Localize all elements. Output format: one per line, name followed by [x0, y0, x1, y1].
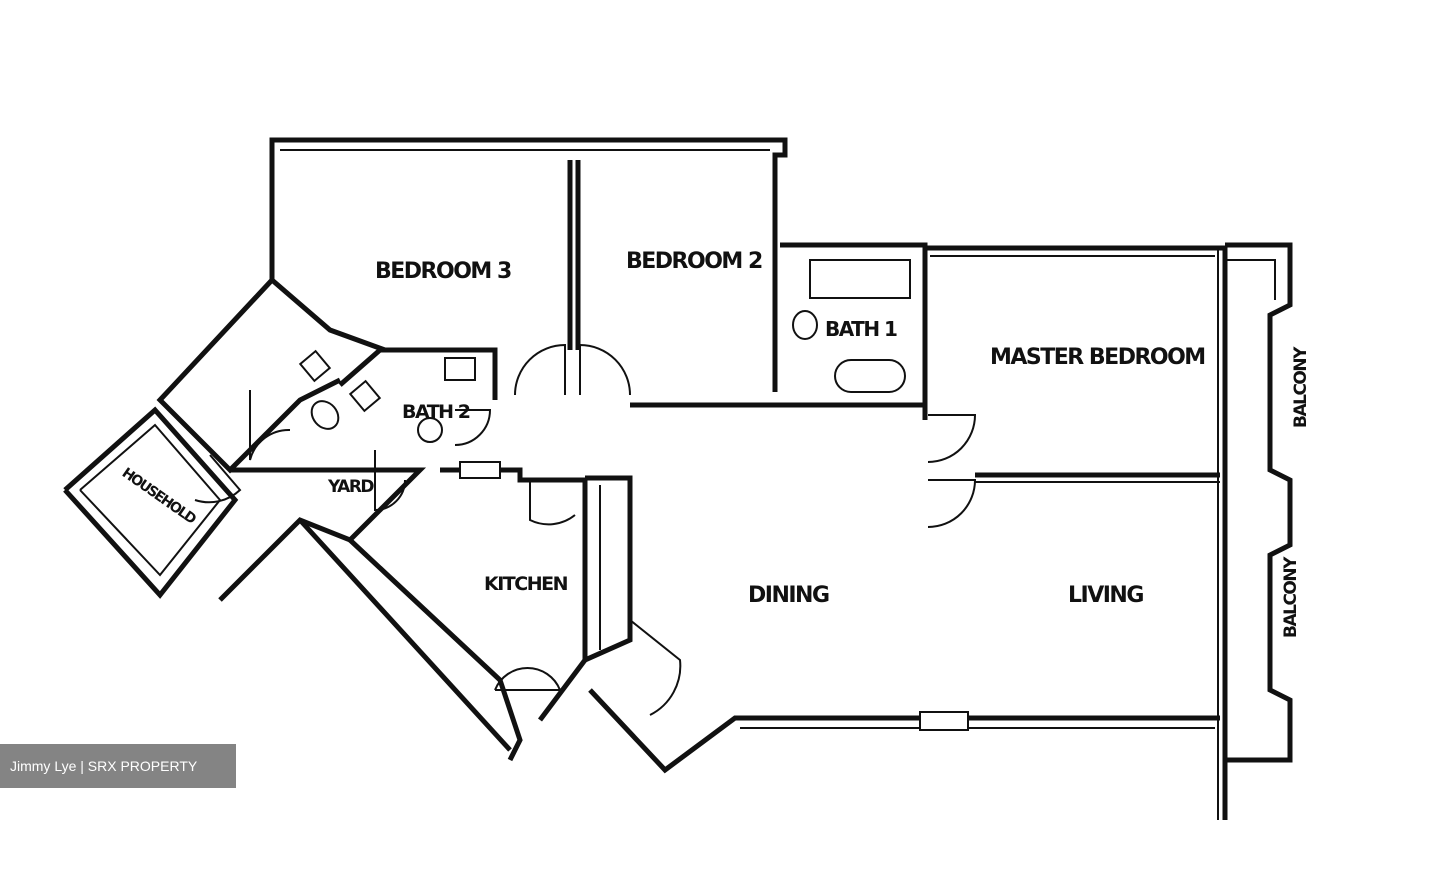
watermark: Jimmy Lye | SRX PROPERTY: [0, 744, 236, 788]
label-living: LIVING: [1068, 583, 1143, 608]
label-bedroom2: BEDROOM 2: [626, 249, 762, 274]
label-bath2: BATH 2: [402, 401, 470, 423]
room-labels: BEDROOM 3 BEDROOM 2 BATH 1 MASTER BEDROO…: [119, 249, 1311, 638]
label-household: HOUSEHOLD: [119, 465, 199, 528]
walls: [63, 137, 1293, 820]
label-yard: YARD: [327, 477, 374, 497]
label-bedroom3: BEDROOM 3: [375, 259, 511, 284]
label-dining: DINING: [748, 583, 829, 608]
label-balcony-upper: BALCONY: [1291, 346, 1311, 428]
label-kitchen: KITCHEN: [484, 573, 568, 595]
label-bath1: BATH 1: [825, 317, 897, 341]
label-master-bedroom: MASTER BEDROOM: [990, 345, 1205, 370]
doors: [194, 343, 977, 716]
label-balcony-lower: BALCONY: [1281, 556, 1301, 638]
